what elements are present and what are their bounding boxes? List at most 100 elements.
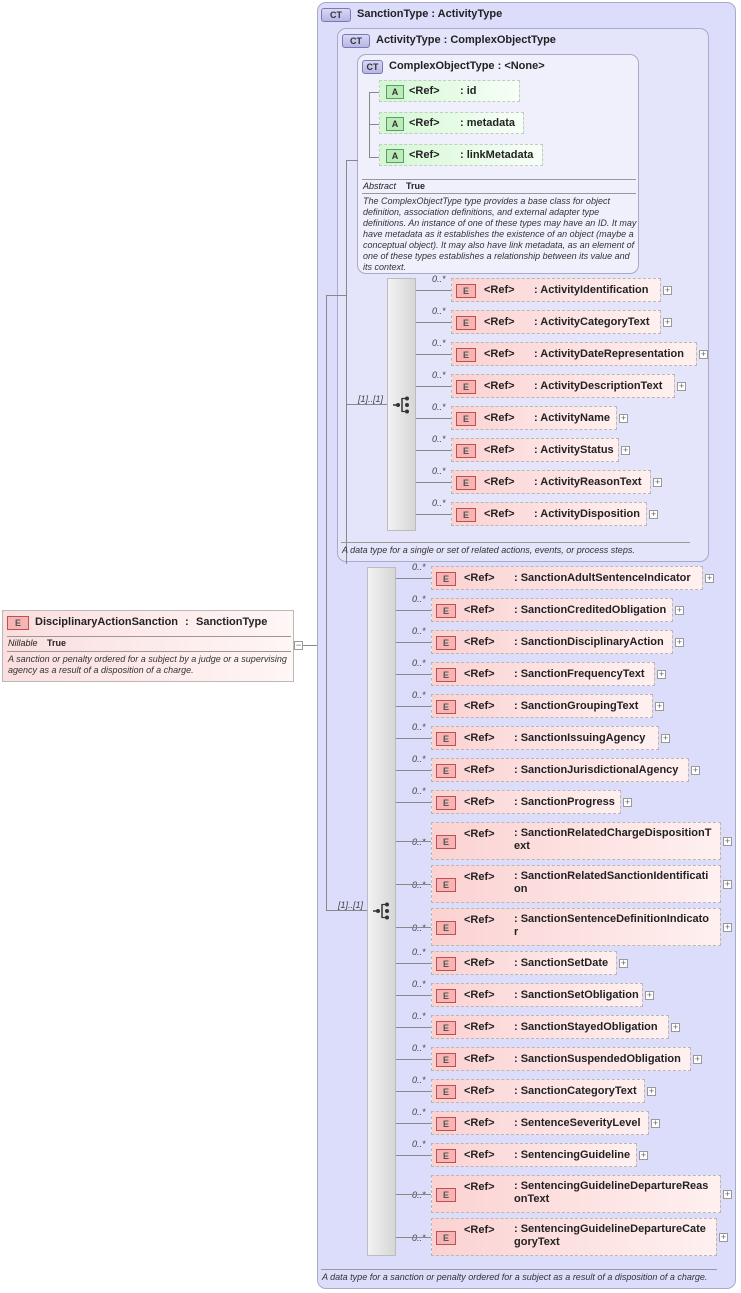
element-cardinality: 0..* bbox=[412, 1233, 426, 1243]
expand-icon[interactable]: + bbox=[661, 733, 670, 743]
expand-icon[interactable]: + bbox=[651, 1118, 660, 1128]
element-badge: E bbox=[436, 700, 456, 714]
expand-icon[interactable]: + bbox=[719, 1232, 728, 1242]
element-ref: <Ref> bbox=[484, 508, 515, 520]
sanction-element-2[interactable]: E<Ref>: SanctionCreditedObligation bbox=[431, 598, 673, 622]
activity-element-3[interactable]: E<Ref>: ActivityDateRepresentation bbox=[451, 342, 697, 366]
connector-line bbox=[396, 927, 431, 928]
element-cardinality: 0..* bbox=[412, 1075, 426, 1085]
attribute-badge: A bbox=[386, 117, 404, 131]
complex-type-badge: CT bbox=[362, 60, 383, 74]
sequence-cardinality: [1]..[1] bbox=[338, 900, 364, 910]
sanction-element-12[interactable]: E<Ref>: SanctionSetDate bbox=[431, 951, 617, 975]
element-ref: <Ref> bbox=[464, 700, 495, 712]
connector-line bbox=[416, 514, 451, 515]
complex-type-badge: CT bbox=[342, 34, 370, 48]
expand-icon[interactable]: + bbox=[663, 285, 672, 295]
connector-line bbox=[416, 386, 451, 387]
activity-element-4[interactable]: E<Ref>: ActivityDescriptionText bbox=[451, 374, 675, 398]
activity-element-5[interactable]: E<Ref>: ActivityName bbox=[451, 406, 617, 430]
sanction-element-10[interactable]: E<Ref>: SanctionRelatedSanctionIdentific… bbox=[431, 865, 721, 903]
expand-icon[interactable]: + bbox=[723, 836, 732, 846]
element-cardinality: 0..* bbox=[432, 338, 446, 348]
expand-icon[interactable]: + bbox=[647, 1086, 656, 1096]
activity-element-2[interactable]: E<Ref>: ActivityCategoryText bbox=[451, 310, 661, 334]
activity-element-1[interactable]: E<Ref>: ActivityIdentification bbox=[451, 278, 661, 302]
expand-icon[interactable]: + bbox=[663, 317, 672, 327]
sanction-element-4[interactable]: E<Ref>: SanctionFrequencyText bbox=[431, 662, 655, 686]
element-name: : SanctionSentenceDefinitionIndicato r bbox=[514, 913, 709, 938]
element-ref: <Ref> bbox=[464, 989, 495, 1001]
connector-line bbox=[396, 1155, 431, 1156]
sanction-element-14[interactable]: E<Ref>: SanctionStayedObligation bbox=[431, 1015, 669, 1039]
expand-icon[interactable]: + bbox=[619, 413, 628, 423]
expand-icon[interactable]: + bbox=[723, 1189, 732, 1199]
expand-icon[interactable]: + bbox=[723, 922, 732, 932]
sanction-element-17[interactable]: E<Ref>: SentenceSeverityLevel bbox=[431, 1111, 649, 1135]
element-name: : SanctionStayedObligation bbox=[514, 1021, 658, 1033]
element-badge: E bbox=[456, 284, 476, 298]
expand-icon[interactable]: + bbox=[671, 1022, 680, 1032]
element-cardinality: 0..* bbox=[412, 947, 426, 957]
sanction-element-20[interactable]: E<Ref>: SentencingGuidelineDepartureCate… bbox=[431, 1218, 717, 1256]
expand-icon[interactable]: + bbox=[657, 669, 666, 679]
expand-icon[interactable]: + bbox=[639, 1150, 648, 1160]
sanction-type-title: SanctionType : ActivityType bbox=[357, 8, 503, 20]
expand-icon[interactable]: + bbox=[649, 509, 658, 519]
attribute-id[interactable]: A <Ref> : id bbox=[379, 80, 520, 102]
element-ref: <Ref> bbox=[484, 348, 515, 360]
expand-icon[interactable]: + bbox=[705, 573, 714, 583]
sanction-element-19[interactable]: E<Ref>: SentencingGuidelineDepartureReas… bbox=[431, 1175, 721, 1213]
expand-icon[interactable]: + bbox=[621, 445, 630, 455]
element-name: : ActivityDescriptionText bbox=[534, 380, 663, 392]
attribute-metadata[interactable]: A <Ref> : metadata bbox=[379, 112, 524, 134]
element-badge: E bbox=[436, 1188, 456, 1202]
sanction-element-11[interactable]: E<Ref>: SanctionSentenceDefinitionIndica… bbox=[431, 908, 721, 946]
element-name: : ActivityDateRepresentation bbox=[534, 348, 684, 360]
element-name: : ActivityCategoryText bbox=[534, 316, 650, 328]
collapse-toggle[interactable]: − bbox=[294, 640, 303, 650]
expand-icon[interactable]: + bbox=[655, 701, 664, 711]
sanction-element-18[interactable]: E<Ref>: SentencingGuideline bbox=[431, 1143, 637, 1167]
element-badge: E bbox=[436, 957, 456, 971]
sanction-element-5[interactable]: E<Ref>: SanctionGroupingText bbox=[431, 694, 653, 718]
element-badge: E bbox=[436, 989, 456, 1003]
expand-icon[interactable]: + bbox=[691, 765, 700, 775]
expand-icon[interactable]: + bbox=[723, 879, 732, 889]
expand-icon[interactable]: + bbox=[645, 990, 654, 1000]
expand-icon[interactable]: + bbox=[699, 349, 708, 359]
sanction-element-3[interactable]: E<Ref>: SanctionDisciplinaryAction bbox=[431, 630, 673, 654]
sanction-element-16[interactable]: E<Ref>: SanctionCategoryText bbox=[431, 1079, 645, 1103]
expand-icon[interactable]: + bbox=[675, 637, 684, 647]
abstract-label: Abstract bbox=[363, 181, 397, 191]
element-ref: <Ref> bbox=[464, 572, 495, 584]
activity-element-7[interactable]: E<Ref>: ActivityReasonText bbox=[451, 470, 651, 494]
sanction-element-6[interactable]: E<Ref>: SanctionIssuingAgency bbox=[431, 726, 659, 750]
attribute-linkmetadata[interactable]: A <Ref> : linkMetadata bbox=[379, 144, 543, 166]
connector-line bbox=[396, 610, 431, 611]
sanction-element-7[interactable]: E<Ref>: SanctionJurisdictionalAgency bbox=[431, 758, 689, 782]
element-cardinality: 0..* bbox=[432, 402, 446, 412]
sanction-element-8[interactable]: E<Ref>: SanctionProgress bbox=[431, 790, 621, 814]
connector-line bbox=[396, 995, 431, 996]
expand-icon[interactable]: + bbox=[675, 605, 684, 615]
expand-icon[interactable]: + bbox=[677, 381, 686, 391]
element-name: : ActivityIdentification bbox=[534, 284, 649, 296]
activity-element-6[interactable]: E<Ref>: ActivityStatus bbox=[451, 438, 619, 462]
expand-icon[interactable]: + bbox=[693, 1054, 702, 1064]
element-ref: <Ref> bbox=[464, 871, 495, 883]
element-badge: E bbox=[436, 572, 456, 586]
sanction-element-9[interactable]: E<Ref>: SanctionRelatedChargeDisposition… bbox=[431, 822, 721, 860]
element-ref: <Ref> bbox=[464, 732, 495, 744]
element-badge: E bbox=[436, 1231, 456, 1245]
expand-icon[interactable]: + bbox=[619, 958, 628, 968]
sanction-element-15[interactable]: E<Ref>: SanctionSuspendedObligation bbox=[431, 1047, 691, 1071]
expand-icon[interactable]: + bbox=[653, 477, 662, 487]
element-cardinality: 0..* bbox=[432, 306, 446, 316]
activity-element-8[interactable]: E<Ref>: ActivityDisposition bbox=[451, 502, 647, 526]
expand-icon[interactable]: + bbox=[623, 797, 632, 807]
sanction-element-13[interactable]: E<Ref>: SanctionSetObligation bbox=[431, 983, 643, 1007]
root-element-box[interactable]: E DisciplinaryActionSanction : SanctionT… bbox=[2, 610, 294, 682]
element-cardinality: 0..* bbox=[412, 1043, 426, 1053]
sanction-element-1[interactable]: E<Ref>: SanctionAdultSentenceIndicator bbox=[431, 566, 703, 590]
